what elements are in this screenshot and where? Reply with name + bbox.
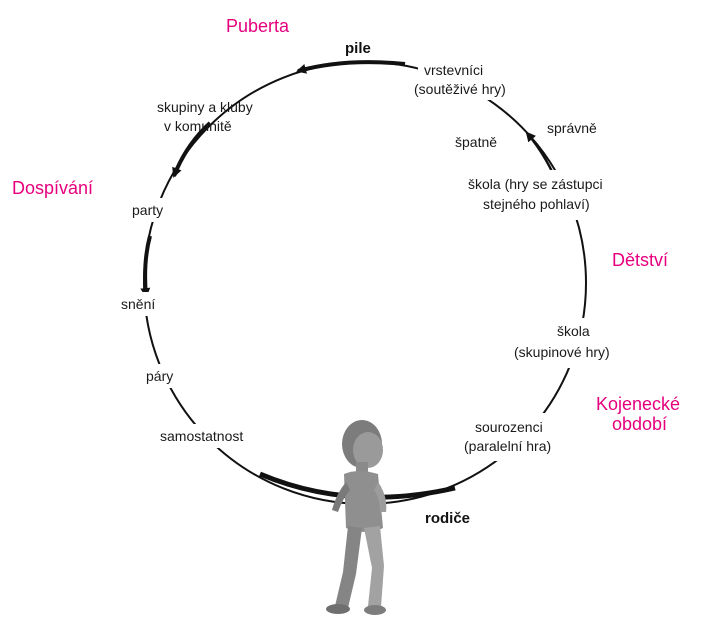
- label-skupiny: skupiny a kluby: [157, 99, 253, 115]
- label-spatne: špatně: [455, 134, 497, 150]
- label-rodice: rodiče: [425, 510, 470, 527]
- stage-kojenecke-line1: Kojenecké: [596, 394, 680, 414]
- label-skola-skupinove-sub: (skupinové hry): [514, 344, 610, 360]
- label-vrstevnici-sub: (soutěživé hry): [414, 81, 506, 97]
- label-vrstevnici: vrstevníci: [424, 62, 483, 78]
- label-skola-skupinove: škola: [557, 323, 590, 339]
- label-party: party: [132, 202, 163, 218]
- label-skola-hry-sub: stejného pohlaví): [483, 196, 590, 212]
- child-figure: [326, 420, 386, 615]
- label-skola-hry: škola (hry se zástupci: [468, 176, 603, 192]
- label-skupiny-sub: v komunitě: [164, 118, 232, 134]
- label-pile: pile: [345, 40, 371, 57]
- label-sneni: snění: [121, 296, 155, 312]
- stage-puberta: Puberta: [226, 16, 290, 36]
- label-spravne: správně: [547, 120, 597, 136]
- stage-detstvi: Dětství: [612, 250, 668, 270]
- label-pary: páry: [146, 368, 173, 384]
- arc-top-arrow: [298, 62, 405, 71]
- label-samostatnost: samostatnost: [160, 428, 243, 444]
- stage-dospivani: Dospívání: [12, 178, 93, 198]
- label-sourozenci: sourozenci: [475, 419, 543, 435]
- stage-kojenecke-line2: období: [612, 414, 667, 434]
- label-sourozenci-sub: (paralelní hra): [464, 438, 551, 454]
- arc-left-lower-arrow: [145, 236, 150, 296]
